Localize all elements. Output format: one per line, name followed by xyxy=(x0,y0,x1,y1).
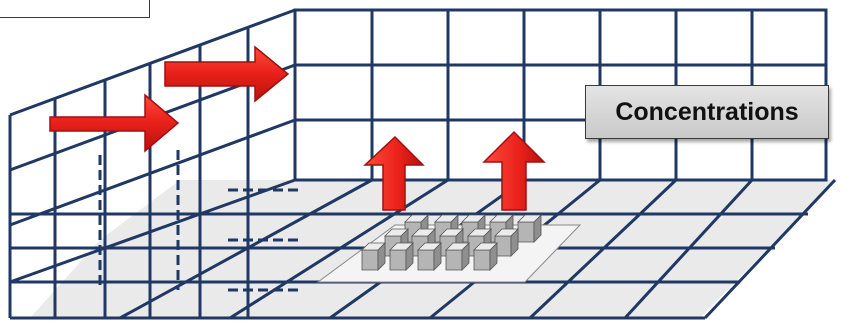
building-cube-icon xyxy=(473,242,498,271)
building-cube-icon xyxy=(445,242,470,271)
building-cube-icon xyxy=(417,242,442,271)
building-cube-icon xyxy=(494,228,519,257)
building-cube-icon xyxy=(389,242,414,271)
projection-lines xyxy=(98,150,300,292)
upward-arrow-icon xyxy=(482,130,546,211)
wind-arrow-icon xyxy=(49,93,180,153)
building-cluster xyxy=(361,214,542,271)
wind-arrow-icon xyxy=(164,45,290,103)
top-left-label-box xyxy=(0,0,150,18)
upward-arrow-icon xyxy=(363,135,425,211)
concentrations-label: Concentrations xyxy=(585,85,829,139)
building-cube-icon xyxy=(361,242,386,271)
building-cube-icon xyxy=(517,214,542,243)
